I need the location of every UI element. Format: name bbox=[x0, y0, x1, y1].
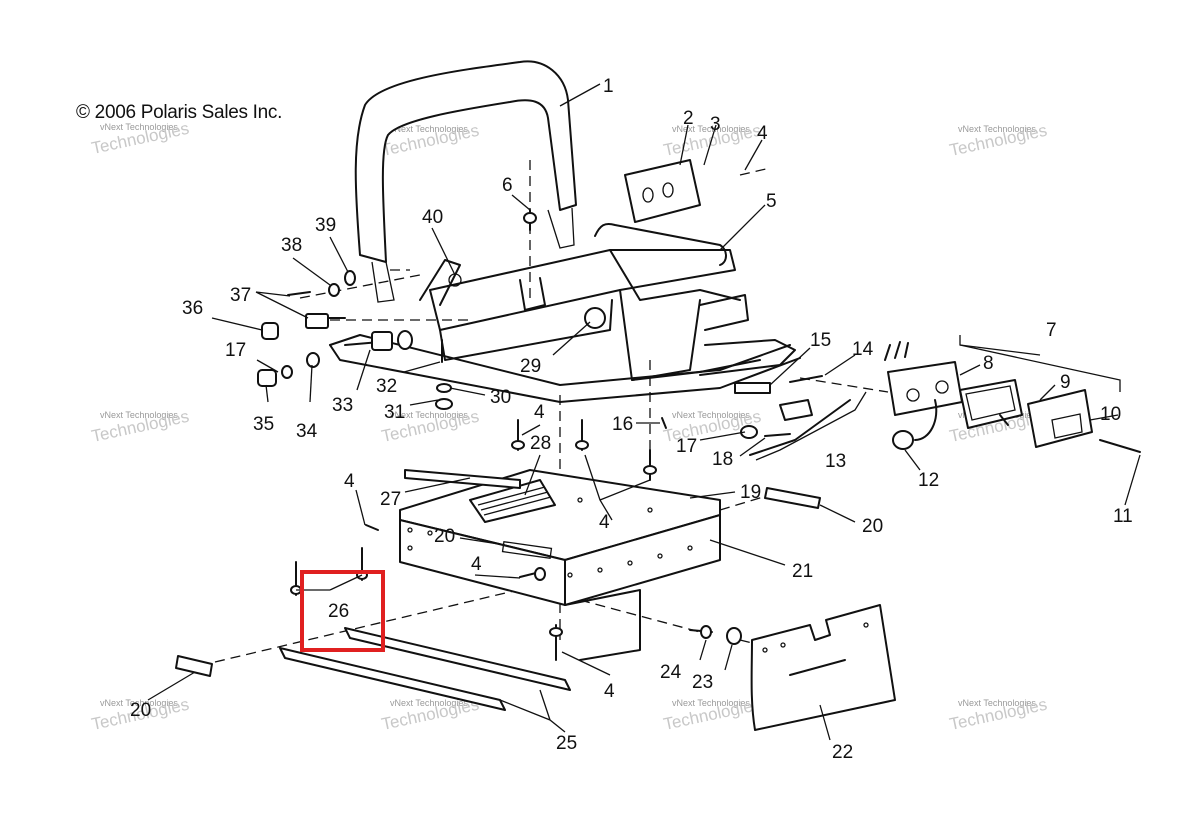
callout-10: 10 bbox=[1100, 404, 1121, 425]
back-panel bbox=[750, 604, 896, 731]
watermarks: vNext Technologies Technologies vNext Te… bbox=[90, 119, 1049, 734]
watermark: vNext Technologies Technologies bbox=[90, 407, 191, 446]
callout-39: 39 bbox=[315, 215, 336, 236]
callout-4-center: 4 bbox=[534, 402, 545, 423]
callout-25: 25 bbox=[556, 733, 577, 754]
callout-30: 30 bbox=[490, 387, 511, 408]
callout-13: 13 bbox=[825, 451, 846, 472]
callout-19: 19 bbox=[740, 482, 761, 503]
svg-text:vNext Technologies: vNext Technologies bbox=[100, 698, 178, 708]
callout-16: 16 bbox=[612, 414, 633, 435]
svg-text:vNext Technologies: vNext Technologies bbox=[100, 410, 178, 420]
watermark: vNext Technologies Technologies bbox=[662, 695, 763, 734]
callout-38: 38 bbox=[281, 235, 302, 256]
callout-2: 2 bbox=[683, 108, 694, 129]
svg-text:vNext Technologies: vNext Technologies bbox=[672, 698, 750, 708]
callout-35: 35 bbox=[253, 414, 274, 435]
callout-5: 5 bbox=[766, 191, 777, 212]
callout-8: 8 bbox=[983, 353, 994, 374]
rack-frame bbox=[329, 222, 801, 403]
callout-32: 32 bbox=[376, 376, 397, 397]
seat-backrest bbox=[354, 60, 577, 303]
svg-text:vNext Technologies: vNext Technologies bbox=[390, 410, 468, 420]
callout-4-bottom: 4 bbox=[604, 681, 615, 702]
callout-22: 22 bbox=[832, 742, 853, 763]
callout-23: 23 bbox=[692, 672, 713, 693]
callout-9: 9 bbox=[1060, 372, 1071, 393]
callout-36: 36 bbox=[182, 298, 203, 319]
callout-7: 7 bbox=[1046, 320, 1057, 341]
callout-17-right: 17 bbox=[676, 436, 697, 457]
callout-20-center: 20 bbox=[434, 526, 455, 547]
svg-text:vNext Technologies: vNext Technologies bbox=[390, 698, 468, 708]
callout-31: 31 bbox=[384, 402, 405, 423]
callout-33: 33 bbox=[332, 395, 353, 416]
callout-21: 21 bbox=[792, 561, 813, 582]
svg-text:vNext Technologies: vNext Technologies bbox=[672, 124, 750, 134]
callout-28: 28 bbox=[530, 433, 551, 454]
watermark: vNext Technologies Technologies bbox=[90, 119, 191, 158]
callout-17-left: 17 bbox=[225, 340, 246, 361]
callout-34: 34 bbox=[296, 421, 318, 442]
callout-40: 40 bbox=[422, 207, 443, 228]
callout-4-box: 4 bbox=[599, 512, 610, 533]
callout-24: 24 bbox=[660, 662, 682, 683]
callout-4: 4 bbox=[757, 123, 768, 144]
highlight-box bbox=[300, 570, 385, 652]
callout-4-front: 4 bbox=[471, 554, 482, 575]
callout-14: 14 bbox=[852, 339, 874, 360]
watermark: vNext Technologies Technologies bbox=[948, 121, 1049, 160]
callout-27: 27 bbox=[380, 489, 401, 510]
svg-text:vNext Technologies: vNext Technologies bbox=[672, 410, 750, 420]
hardware-left bbox=[257, 209, 606, 410]
callout-6: 6 bbox=[502, 175, 513, 196]
callout-20-right: 20 bbox=[862, 516, 883, 537]
svg-text:vNext Technologies: vNext Technologies bbox=[958, 124, 1036, 134]
bracket-plate bbox=[624, 159, 701, 223]
callout-1: 1 bbox=[603, 76, 614, 97]
watermark: vNext Technologies Technologies bbox=[948, 695, 1049, 734]
callout-labels: 1 2 3 4 5 6 7 8 9 10 11 12 13 14 15 16 1… bbox=[130, 76, 1133, 763]
callout-29: 29 bbox=[520, 356, 541, 377]
storage-box bbox=[399, 469, 721, 661]
leader-lines bbox=[147, 83, 1141, 741]
hardware-right bbox=[661, 375, 851, 456]
callout-18: 18 bbox=[712, 449, 733, 470]
callout-26: 26 bbox=[328, 601, 349, 622]
callout-4-left: 4 bbox=[344, 471, 355, 492]
callout-15: 15 bbox=[810, 330, 831, 351]
svg-text:vNext Technologies: vNext Technologies bbox=[958, 698, 1036, 708]
callout-37: 37 bbox=[230, 285, 251, 306]
copyright-notice: © 2006 Polaris Sales Inc. bbox=[76, 102, 283, 123]
svg-text:vNext Technologies: vNext Technologies bbox=[390, 124, 468, 134]
taillight-assembly bbox=[884, 341, 1141, 453]
callout-3: 3 bbox=[710, 114, 721, 135]
callout-12: 12 bbox=[918, 470, 939, 491]
callout-11: 11 bbox=[1113, 506, 1133, 527]
callout-20-left: 20 bbox=[130, 700, 151, 721]
svg-text:vNext Technologies: vNext Technologies bbox=[100, 122, 178, 132]
